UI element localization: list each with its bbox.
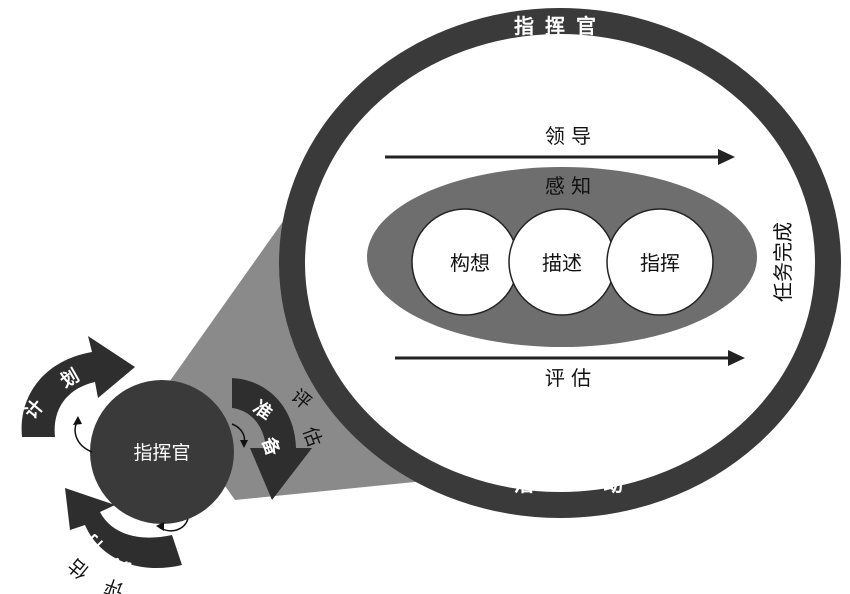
mission-complete-label: 任务完成 <box>771 222 795 302</box>
perception-label: 感 知 <box>545 174 591 198</box>
commander-label: 指挥官 <box>133 442 190 464</box>
describe-label: 描述 <box>542 251 582 275</box>
direct-circle <box>606 208 714 316</box>
assess-arrow <box>395 350 745 366</box>
ring-bottom-right-label: 动 <box>603 472 625 496</box>
prepare-arrow <box>232 378 312 500</box>
lead-arrow <box>385 149 735 165</box>
execute-arrow <box>65 488 182 569</box>
lead-label: 领 导 <box>545 124 591 148</box>
ring-bottom-left-label: 活 <box>514 472 536 496</box>
execute-char-3: 评 <box>101 574 126 594</box>
execute-char-4: 估 <box>65 554 94 583</box>
envision-label: 构想 <box>450 251 490 275</box>
plan-arrow <box>21 336 136 437</box>
cycle-connector-arrowheads <box>73 416 248 531</box>
direct-label: 指挥 <box>640 251 680 275</box>
ring-top-label: 指 挥 官 <box>514 14 598 38</box>
assess-label: 评 估 <box>545 366 591 390</box>
commander-circle <box>90 380 234 524</box>
